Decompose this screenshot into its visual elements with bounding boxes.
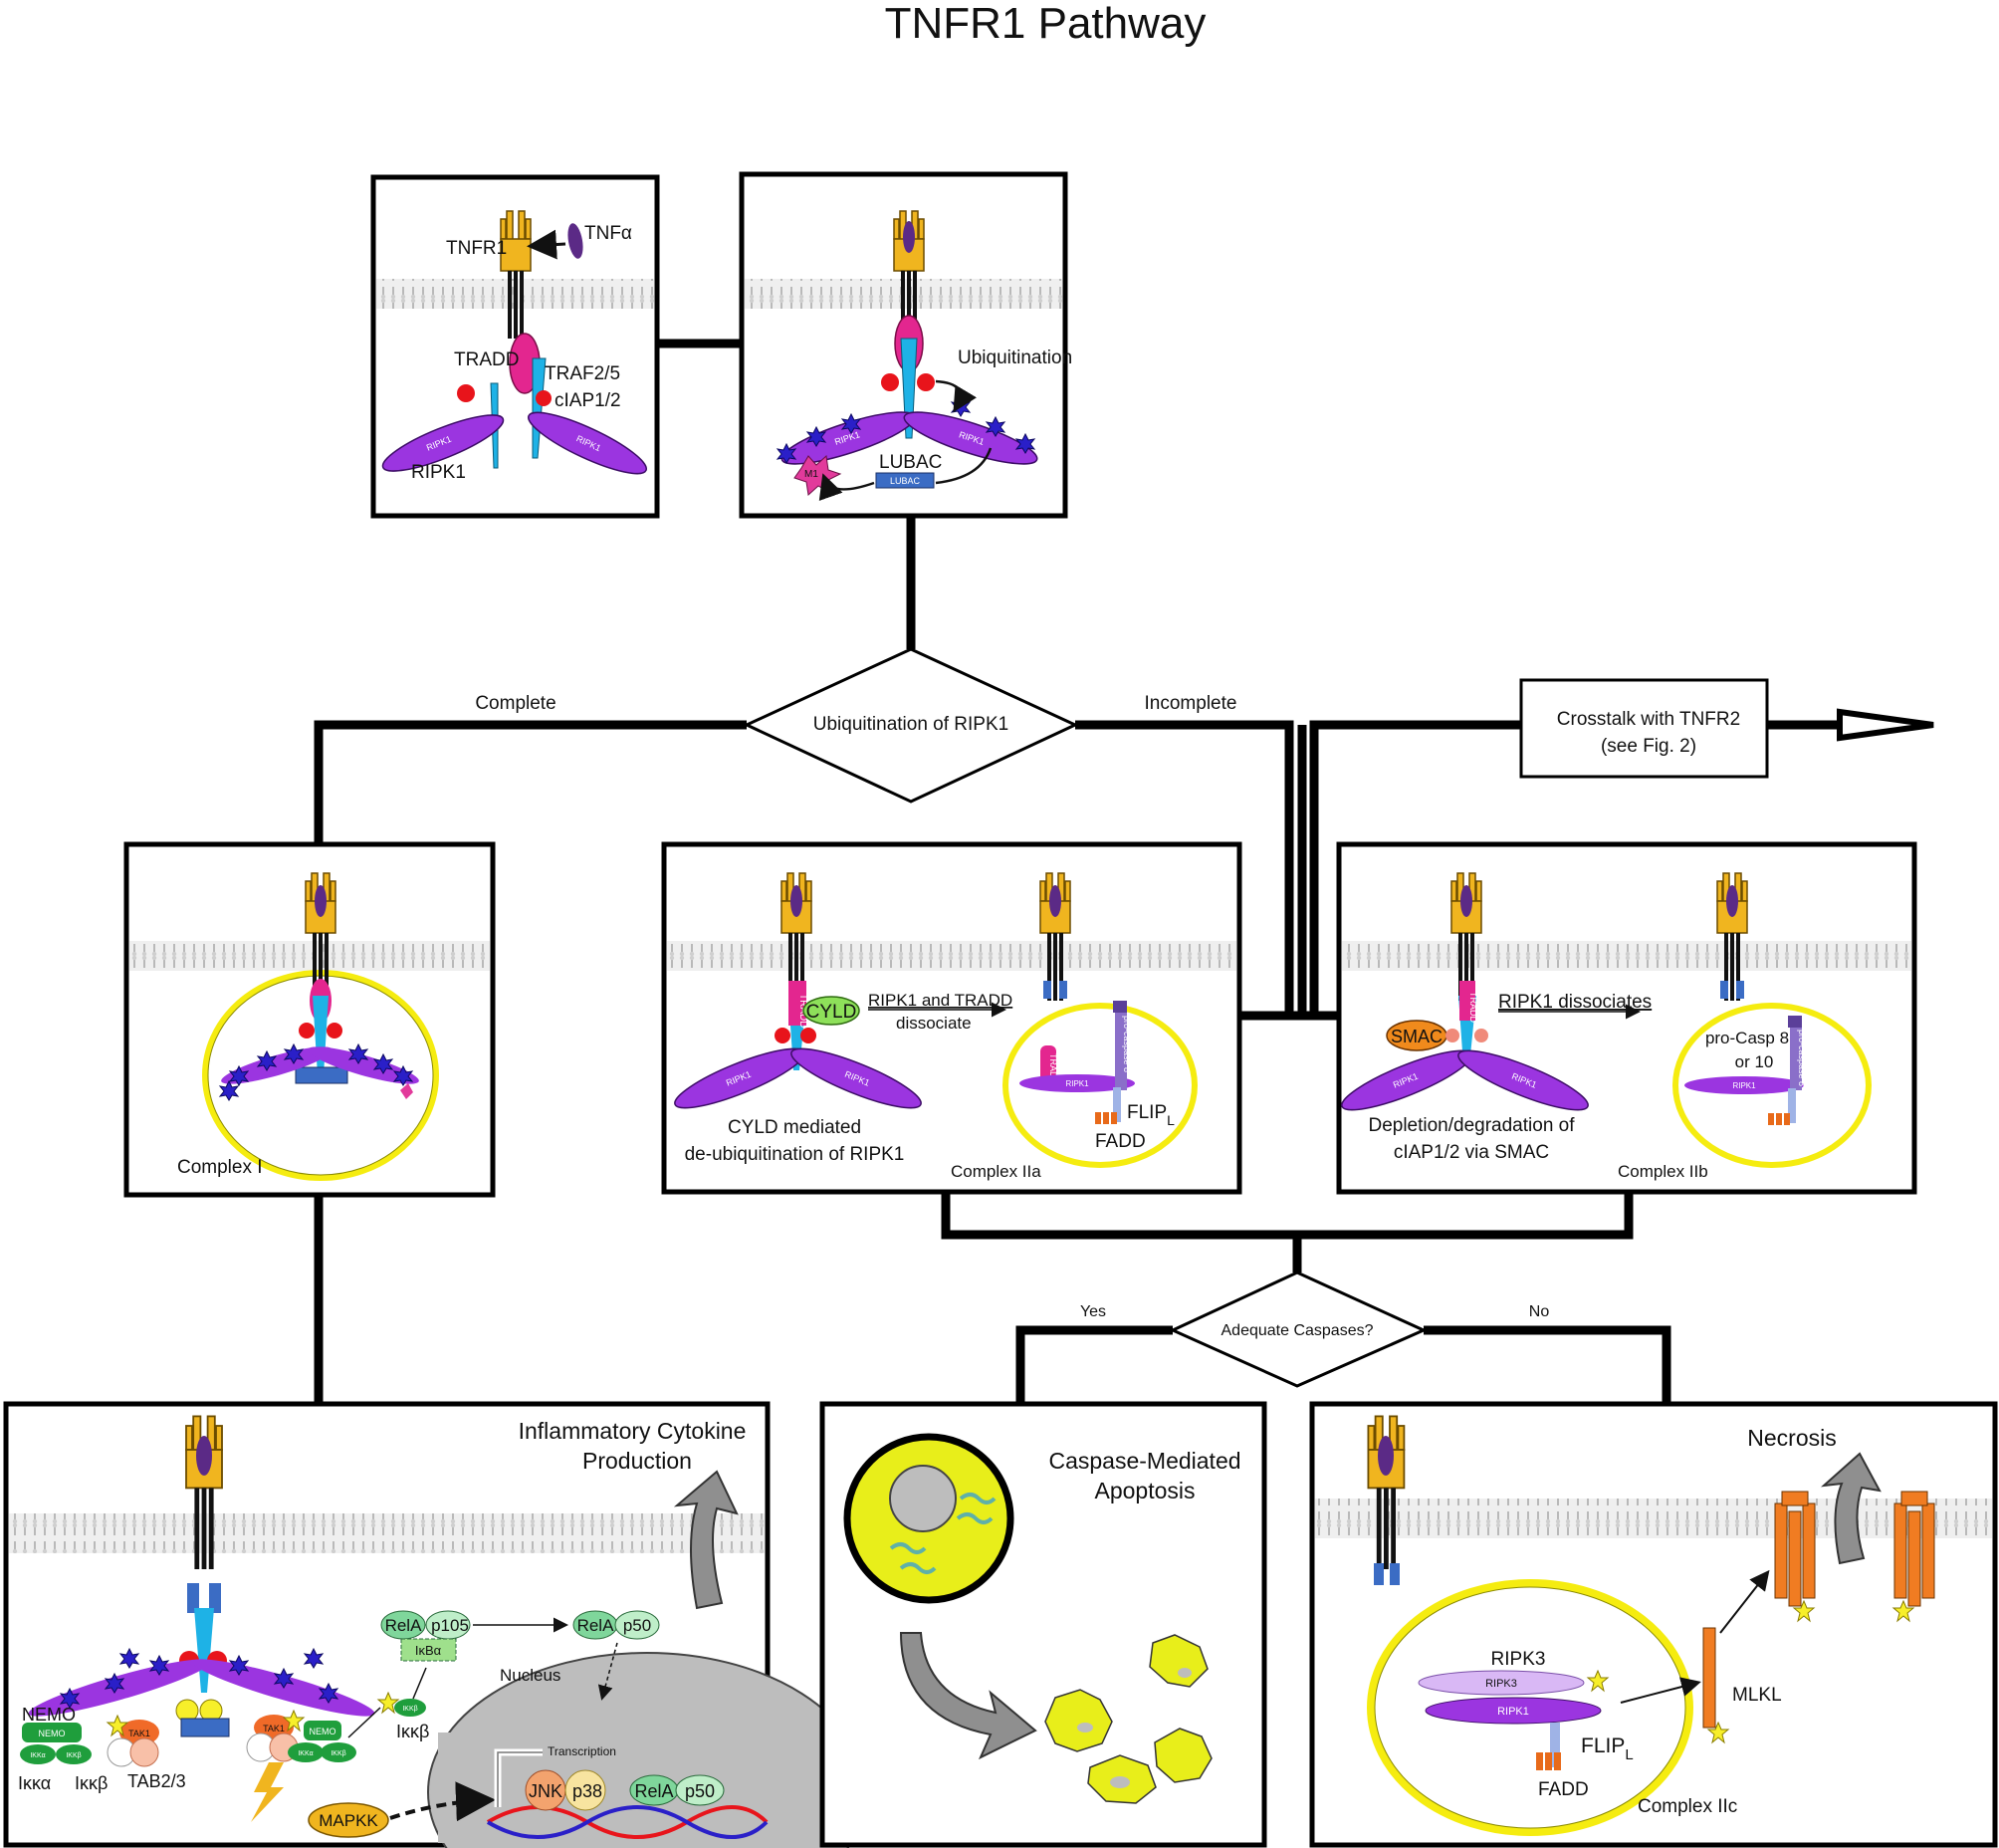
complex-iib-caption1: Depletion/degradation of <box>1368 1115 1575 1136</box>
tradd-tag: TRADD <box>1048 1053 1058 1084</box>
incomplete-label: Incomplete <box>1145 693 1237 714</box>
nemo-tag: NEMO <box>39 1729 66 1738</box>
ubiquitination-label: Ubiquitination <box>958 347 1072 368</box>
m1-label: M1 <box>804 469 818 480</box>
ikba-label: IκBα <box>415 1643 442 1658</box>
necrosis-title: Necrosis <box>1747 1425 1836 1451</box>
tak1-tag: TAK1 <box>128 1729 150 1738</box>
panel-inflammatory: TAK1 TAK1 NEMO IKKα IKKβ NEMO IKKα IKKβ … <box>3 1401 867 1848</box>
decision-caspases-label: Adequate Caspases? <box>1222 1322 1374 1339</box>
apoptosis-title1: Caspase-Mediated <box>1048 1448 1240 1474</box>
traf-label: TRAF2/5 <box>545 363 620 384</box>
ikkb2-label: Iκκβ <box>396 1722 429 1741</box>
ikkb-label: Iκκβ <box>75 1773 108 1793</box>
p50-label: p50 <box>685 1781 715 1801</box>
ripk1-tag: RIPK1 <box>1497 1706 1529 1718</box>
dissociates-label: RIPK1 dissociates <box>1498 992 1652 1013</box>
panel-ubiquitination: RIPK1 RIPK1 M1 LUBAC LUBAC Ubiquitinatio… <box>739 171 1072 519</box>
ciap-label: cIAP1/2 <box>555 390 621 411</box>
complete-label: Complete <box>475 693 555 714</box>
mlkl-oligomer <box>1892 1491 1935 1622</box>
apoptosis-title2: Apoptosis <box>1094 1478 1195 1503</box>
curved-arrow-icon <box>1820 1452 1882 1565</box>
jnk-label: JNK <box>529 1781 562 1801</box>
panel-receptor: RIPK1 RIPK1 TNFR1 TNFα TRADD TRAF2/5 cIA… <box>370 174 660 519</box>
curved-arrow-icon <box>673 1470 739 1610</box>
page-title: TNFR1 Pathway <box>885 0 1207 48</box>
tab-label: TAB2/3 <box>127 1771 186 1791</box>
complex-i-label: Complex I <box>177 1157 263 1178</box>
ikka-label: Iκκα <box>18 1773 51 1793</box>
ripk3-tag: RIPK3 <box>1485 1678 1517 1690</box>
mapkk-label: MAPKK <box>319 1811 378 1830</box>
smac-label: SMAC <box>1391 1027 1443 1046</box>
panel-complex-i: Complex I <box>123 841 496 1198</box>
dissociate-line2: dissociate <box>896 1014 972 1033</box>
complex-iia-caption1: CYLD mediated <box>728 1117 861 1138</box>
crosstalk-arrow-icon <box>1837 708 1934 742</box>
curved-arrow-icon <box>899 1632 1037 1760</box>
decision-label: Ubiquitination of RIPK1 <box>813 714 1008 735</box>
rela-label: RelA <box>634 1781 673 1801</box>
yes-label: Yes <box>1080 1303 1106 1320</box>
lubac-label: LUBAC <box>879 452 942 473</box>
nemo-tag: NEMO <box>310 1727 336 1736</box>
crosstalk-box: Crosstalk with TNFR2 (see Fig. 2) <box>1519 678 1769 779</box>
flow-connectors <box>314 339 1837 1404</box>
decision-caspases: Adequate Caspases? Yes No <box>1080 1270 1550 1388</box>
ripk3-label: RIPK3 <box>1491 1649 1546 1670</box>
nemo-label: NEMO <box>22 1705 76 1725</box>
panel-apoptosis: Caspase-Mediated Apoptosis <box>819 1401 1267 1848</box>
dissociate-line1: RIPK1 and TRADD <box>868 991 1012 1010</box>
tradd-label: TRADD <box>454 349 519 370</box>
flip-label: FLIPL <box>1127 1102 1175 1128</box>
crosstalk-line2: (see Fig. 2) <box>1601 736 1696 757</box>
fadd-label: FADD <box>1095 1131 1146 1152</box>
tnfr1-label: TNFR1 <box>446 238 507 259</box>
ikkb-tag: IKKβ <box>402 1706 417 1713</box>
p105-label: p105 <box>431 1616 469 1635</box>
panel-necrosis: RIPK3 RIPK1 RIPK3 FLIPL FADD Complex IIc… <box>1309 1401 1998 1848</box>
complex-iib-label: Complex IIb <box>1618 1162 1708 1181</box>
complex-iib-caption2: cIAP1/2 via SMAC <box>1394 1142 1549 1163</box>
ikkb-tag: IKKβ <box>66 1752 81 1759</box>
complex-iia-caption2: de-ubiquitination of RIPK1 <box>685 1144 905 1165</box>
p50-label: p50 <box>623 1616 651 1635</box>
mlkl-oligomer <box>1774 1491 1816 1622</box>
procasp-line2: or 10 <box>1735 1052 1774 1071</box>
rela-label: RelA <box>577 1616 615 1635</box>
rela-label: RelA <box>385 1616 423 1635</box>
complex-iia-label: Complex IIa <box>951 1162 1041 1181</box>
tradd-tag: TRADD <box>1468 992 1478 1023</box>
panel-complex-iia: TRADD CYLD RIPK1 RIPK1 RIPK1 and TRADD d… <box>661 841 1242 1195</box>
mlkl-label: MLKL <box>1732 1685 1782 1706</box>
fadd-label: FADD <box>1538 1779 1589 1800</box>
ikkb-tag: IKKβ <box>331 1750 345 1757</box>
inflammatory-title1: Inflammatory Cytokine <box>519 1418 747 1444</box>
ripk1-tag: RIPK1 <box>1065 1079 1089 1088</box>
procasp-tag: pro-caspase 8 <box>1797 1030 1807 1086</box>
flip-label: FLIPL <box>1581 1734 1634 1763</box>
ripk1-label: RIPK1 <box>411 462 466 483</box>
crosstalk-line1: Crosstalk with TNFR2 <box>1557 709 1740 730</box>
procasp-tag: pro-caspase 8 <box>1122 1016 1132 1072</box>
inflammatory-title2: Production <box>582 1448 692 1474</box>
tnfa-label: TNFα <box>584 223 632 244</box>
transcription-label: Transcription <box>548 1744 616 1758</box>
no-label: No <box>1529 1303 1550 1320</box>
tak1-tag: TAK1 <box>263 1724 285 1733</box>
nucleus-label: Nucleus <box>500 1666 560 1685</box>
complex-iic-label: Complex IIc <box>1638 1796 1737 1817</box>
procasp-line1: pro-Casp 8 <box>1705 1029 1789 1047</box>
ikka-tag: IKKα <box>298 1750 313 1757</box>
cyld-label: CYLD <box>806 1002 857 1023</box>
ripk1-tag: RIPK1 <box>1732 1081 1756 1090</box>
lubac-tag: LUBAC <box>890 476 921 486</box>
decision-ubiquitination: Ubiquitination of RIPK1 Complete Incompl… <box>475 647 1237 804</box>
ikka-tag: IKKα <box>30 1752 45 1759</box>
panel-complex-iib: TRADD SMAC RIPK1 RIPK1 RIPK1 dissociates… <box>1336 841 1917 1195</box>
p38-label: p38 <box>572 1781 602 1801</box>
